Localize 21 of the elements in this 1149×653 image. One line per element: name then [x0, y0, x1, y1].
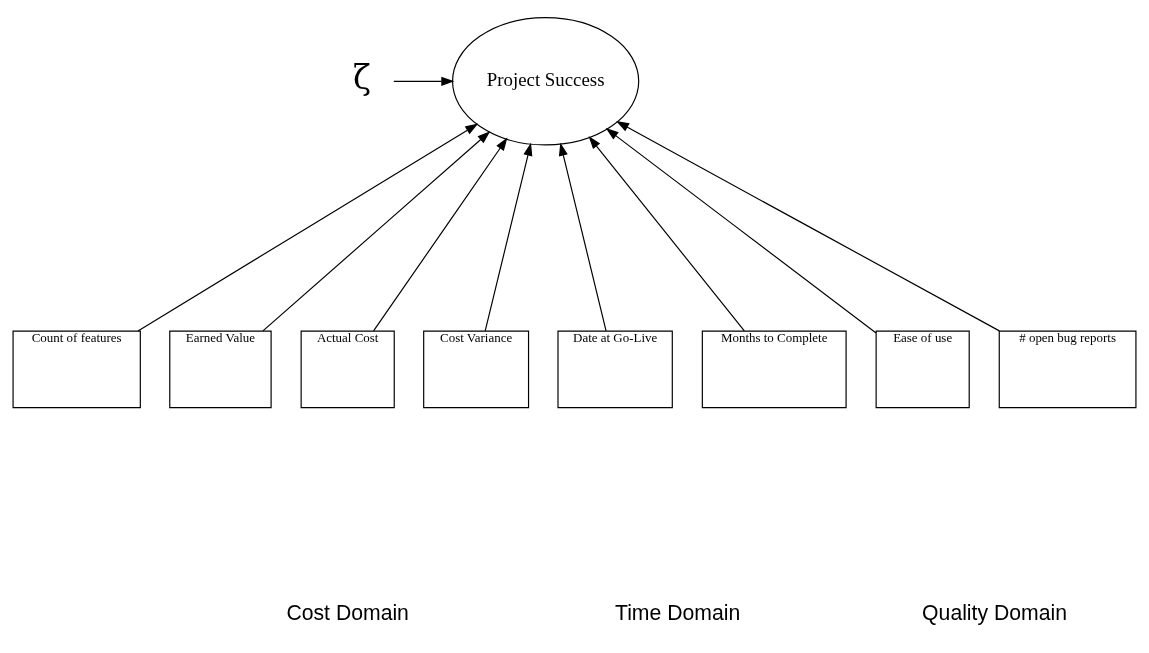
- label: Cost Domain: [286, 600, 409, 624]
- arrow: [558, 142, 607, 331]
- label: Time Domain: [614, 600, 741, 624]
- node-box: Ease of use: [875, 330, 970, 408]
- arrow: [588, 135, 745, 331]
- arrow: [484, 142, 533, 331]
- node-box: Date at Go-Live: [557, 330, 673, 408]
- node-box: Months to Complete: [701, 330, 847, 408]
- arrow: [137, 123, 479, 331]
- node-box: Cost Variance: [423, 330, 530, 408]
- arrow: [605, 127, 877, 333]
- arrow: [616, 120, 1000, 331]
- node-box: Count of features: [12, 330, 141, 408]
- node-box: # open bug reports: [998, 330, 1137, 408]
- node-text: ζ: [352, 57, 371, 97]
- label: Quality Domain: [922, 600, 1067, 624]
- node-box: Actual Cost: [300, 330, 395, 408]
- arrow: [372, 137, 508, 331]
- arrow: [393, 76, 455, 86]
- arrow: [262, 130, 491, 331]
- node-box: Earned Value: [169, 330, 272, 408]
